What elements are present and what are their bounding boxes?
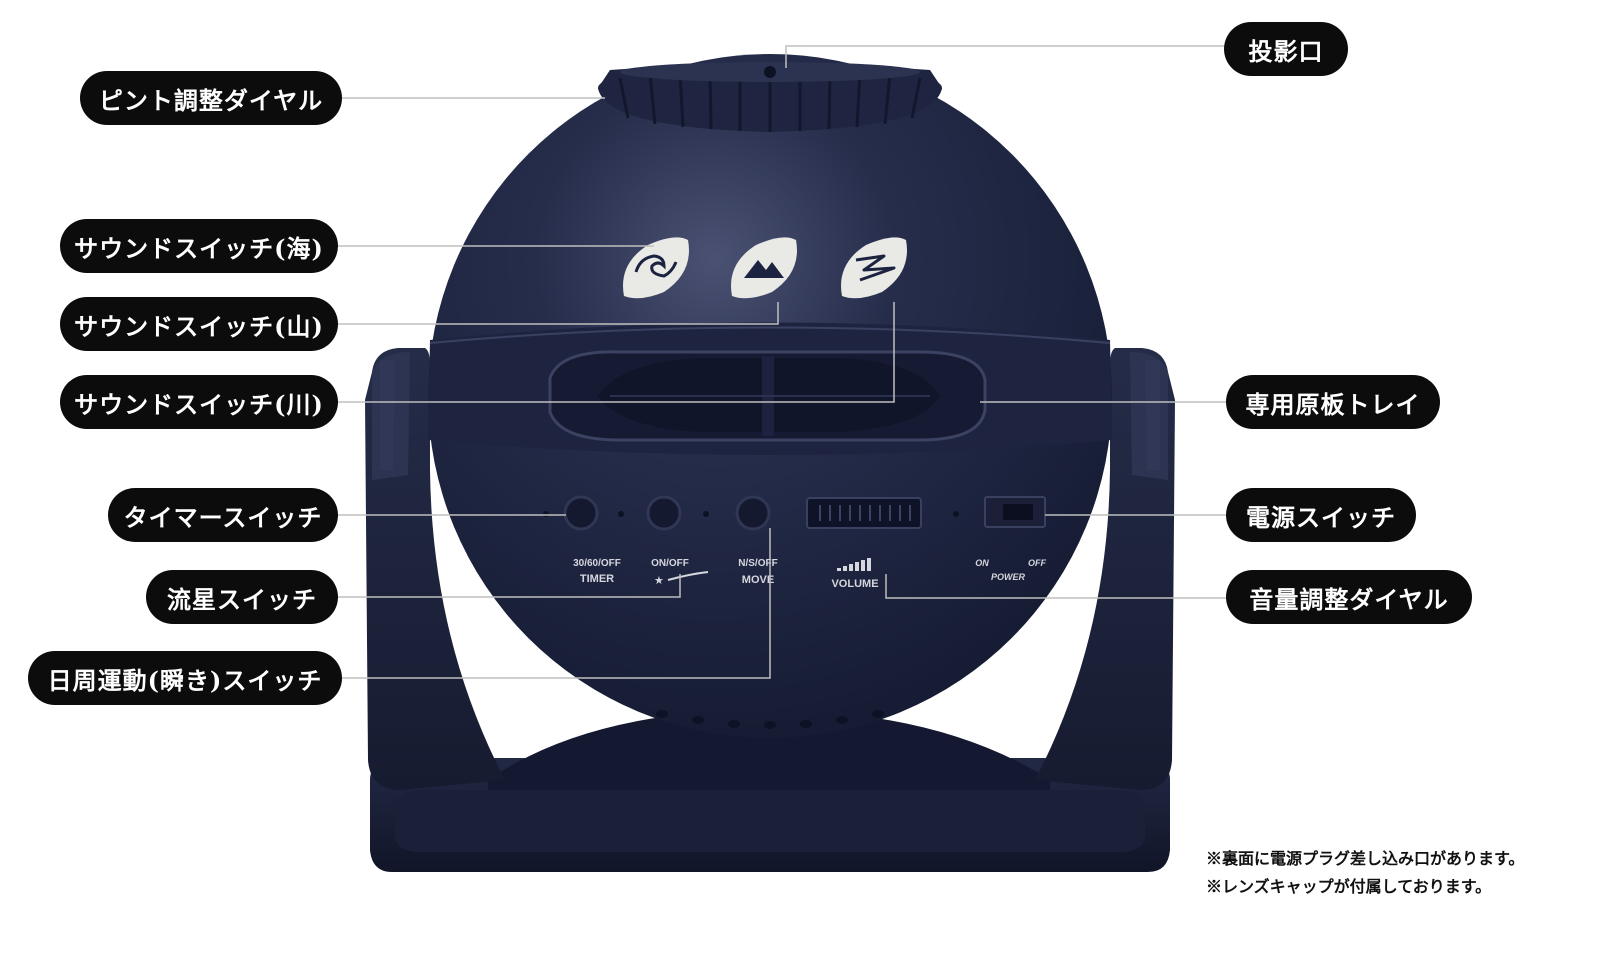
leader-lines <box>330 45 1226 679</box>
river-icon <box>855 254 896 282</box>
label-meteor-switch: 流星スイッチ <box>146 570 338 624</box>
control-panel: 30/60/OFF TIMER ON/OFF ★ N/S/OFF MOVE VO… <box>543 495 1046 590</box>
volume-bars-icon <box>837 558 871 571</box>
meteor-values-text: ON/OFF <box>651 558 689 569</box>
stand-arm-left <box>365 348 505 790</box>
label-power-switch: 電源スイッチ <box>1226 488 1416 542</box>
timer-values-text: 30/60/OFF <box>573 558 621 569</box>
label-sound-switch-sea: サウンドスイッチ(海) <box>60 219 338 273</box>
timer-knob[interactable] <box>563 495 599 531</box>
meteor-knob[interactable] <box>646 495 682 531</box>
sound-switch-mountain[interactable] <box>731 237 797 299</box>
mountain-icon <box>744 260 784 278</box>
footnote-power-plug: ※裏面に電源プラグ差し込み口があります。 <box>1206 849 1525 868</box>
footnotes: ※裏面に電源プラグ差し込み口があります。 ※レンズキャップが付属しております。 <box>1206 845 1596 901</box>
label-diurnal-motion-switch: 日周運動(瞬き)スイッチ <box>28 651 342 705</box>
move-knob[interactable] <box>735 495 771 531</box>
label-timer-switch: タイマースイッチ <box>108 488 338 542</box>
label-sound-switch-river: サウンドスイッチ(川) <box>60 375 338 429</box>
move-text: MOVE <box>742 574 774 586</box>
speaker-vents <box>656 710 884 729</box>
power-text: POWER <box>991 572 1026 582</box>
wave-icon <box>634 254 678 278</box>
move-values-text: N/S/OFF <box>738 558 777 569</box>
sound-switch-river[interactable] <box>841 237 907 299</box>
power-on-text: ON <box>975 558 989 568</box>
power-slider[interactable] <box>1003 504 1033 520</box>
svg-text:★: ★ <box>654 574 664 587</box>
timer-text: TIMER <box>580 573 614 585</box>
shooting-star-icon: ★ <box>654 571 709 587</box>
volume-text: VOLUME <box>831 578 878 590</box>
projection-port-lens <box>764 66 776 78</box>
disc-tray[interactable] <box>548 350 987 442</box>
label-focus-dial: ピント調整ダイヤル <box>80 71 342 125</box>
power-off-text: OFF <box>1028 558 1046 568</box>
sound-switch-sea[interactable] <box>623 237 689 299</box>
volume-wheel[interactable] <box>806 497 922 529</box>
label-disc-tray: 専用原板トレイ <box>1226 375 1440 429</box>
label-sound-switch-mountain: サウンドスイッチ(山) <box>60 297 338 351</box>
stand-base <box>370 710 1170 872</box>
label-projection-port: 投影口 <box>1224 22 1348 76</box>
label-volume-dial: 音量調整ダイヤル <box>1226 570 1472 624</box>
stand-arm-right <box>1035 348 1175 790</box>
footnote-lens-cap: ※レンズキャップが付属しております。 <box>1206 877 1492 896</box>
